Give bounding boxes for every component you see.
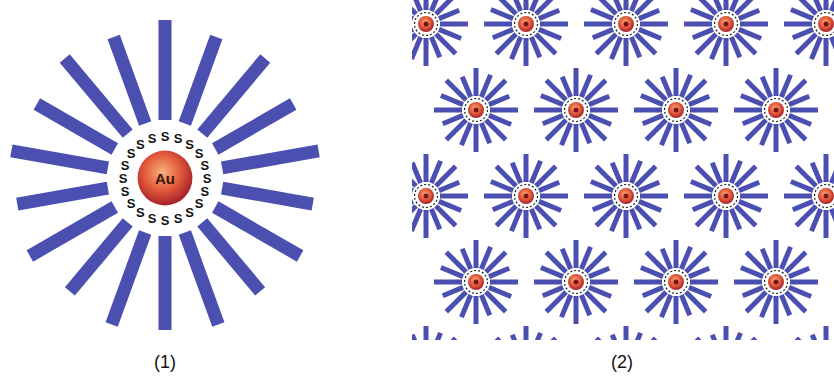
ligand-rod (10, 145, 109, 175)
gold-core: Au (137, 150, 193, 206)
ligand-shell (10, 20, 320, 330)
ligand-rod (159, 236, 172, 330)
sulfur-atom: S (121, 159, 130, 172)
ligand-rod (27, 201, 118, 261)
sulfur-atom: S (127, 147, 136, 160)
sulfur-atom: S (203, 172, 212, 185)
sulfur-atom: S (119, 172, 128, 185)
sulfur-atom: S (195, 196, 204, 209)
sulfur-atom: S (161, 214, 170, 227)
ligand-rod (159, 20, 172, 120)
sulfur-atom: S (136, 205, 145, 218)
sulfur-atom: S (185, 138, 194, 151)
ligand-rod (16, 182, 109, 211)
sulfur-atom: S (148, 132, 157, 145)
ligand-rod (108, 35, 152, 126)
sulfur-atom: S (148, 211, 157, 224)
sulfur-atom: S (127, 196, 136, 209)
panel-number: (2) (611, 353, 633, 371)
sulfur-atom: S (174, 211, 183, 224)
ligand-rod (221, 145, 320, 175)
sulfur-atom: S (161, 130, 170, 143)
sulfur-atom: S (136, 138, 145, 151)
element-symbol: Au (155, 170, 175, 187)
sulfur-atom: S (121, 184, 130, 197)
ligand-rod (221, 182, 314, 211)
ligand-rod (179, 230, 225, 327)
particle-lattice (412, 0, 834, 340)
sulfur-atom: S (185, 205, 194, 218)
sulfur-atom: S (174, 132, 183, 145)
ligand-rod (212, 98, 296, 154)
panel-number: (1) (154, 353, 176, 371)
sulfur-atom: S (201, 159, 210, 172)
